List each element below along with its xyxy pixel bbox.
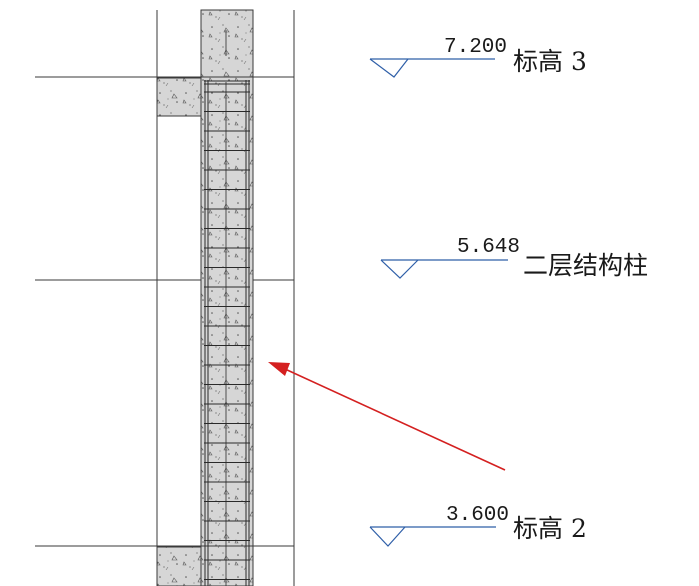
structural-column — [156, 9, 254, 586]
level-name: 标高 2 — [513, 514, 587, 543]
elevation-marker-icon — [369, 58, 409, 78]
arrow-head — [268, 362, 290, 376]
level-marker-5648: 5.648 二层结构柱 — [380, 236, 648, 280]
level-marker-7200: 7.200 标高 3 — [369, 36, 587, 78]
column-upper-segment — [200, 9, 254, 78]
red-arrow-icon — [268, 362, 506, 471]
arrow-shaft — [284, 368, 506, 471]
elevation-marker-icon — [380, 259, 419, 279]
level-name: 二层结构柱 — [523, 251, 648, 280]
level-marker-3600: 3.600 标高 2 — [369, 504, 587, 547]
elevation-value: 7.200 — [444, 36, 507, 59]
elevation-value: 5.648 — [457, 236, 520, 259]
beam-stub-upper — [156, 77, 202, 117]
elevation-value: 3.600 — [446, 504, 509, 527]
elevation-marker-icon — [369, 526, 406, 547]
level-name: 标高 3 — [513, 47, 587, 76]
stirrup-group — [204, 91, 250, 580]
beam-stub-lower — [156, 546, 202, 586]
grid-lines — [35, 10, 295, 586]
column-main-segment — [200, 76, 254, 547]
